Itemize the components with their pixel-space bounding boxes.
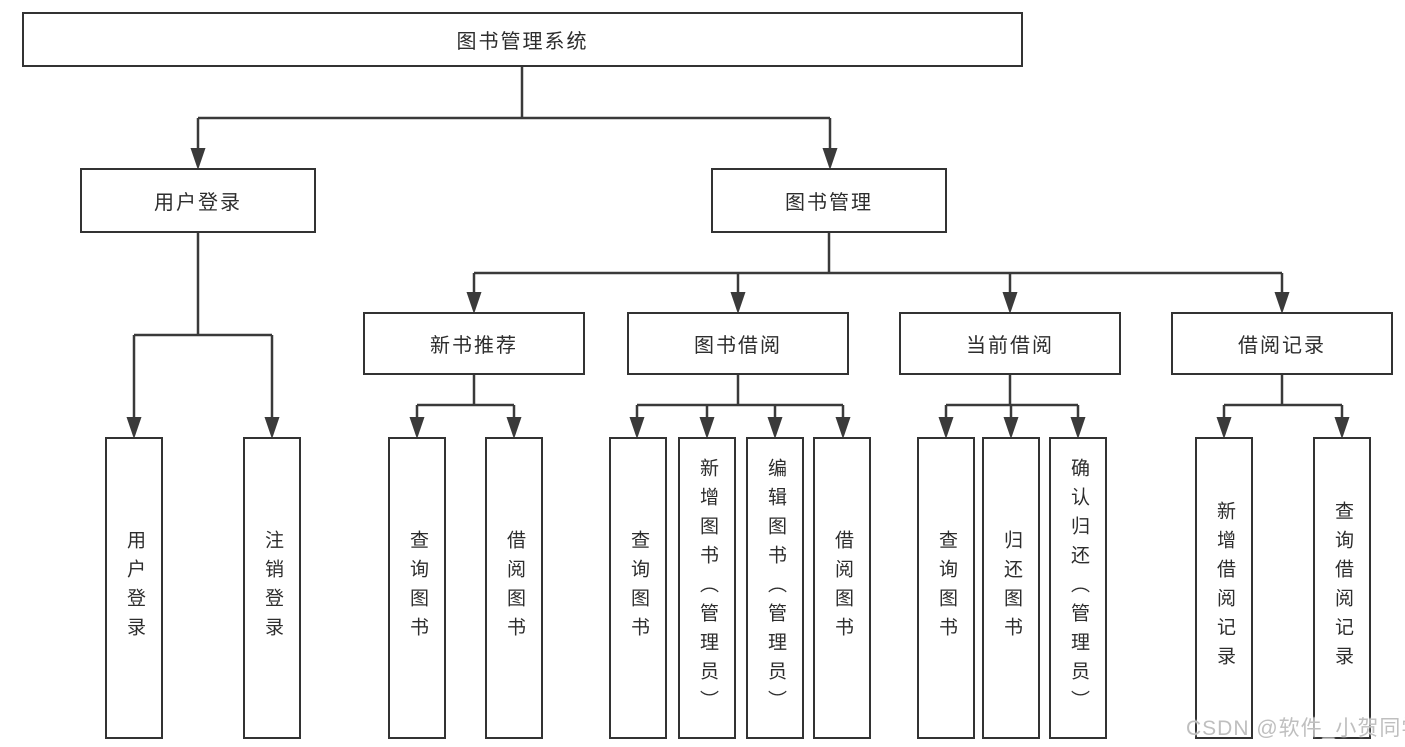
leaf-return-books: 归还图书 xyxy=(982,437,1040,739)
leaf-edit-books-admin: 编辑图书（管理员） xyxy=(746,437,804,739)
leaf-borrow-books: 借阅图书 xyxy=(813,437,871,739)
node-new-book-recommend: 新书推荐 xyxy=(363,312,585,375)
node-borrowing-records: 借阅记录 xyxy=(1171,312,1393,375)
leaf-query-borrow-record: 查询借阅记录 xyxy=(1313,437,1371,739)
leaf-logout: 注销登录 xyxy=(243,437,301,739)
leaf-query-books-recommend: 查询图书 xyxy=(388,437,446,739)
node-root: 图书管理系统 xyxy=(22,12,1023,67)
node-book-borrowing: 图书借阅 xyxy=(627,312,849,375)
leaf-confirm-return-admin: 确认归还（管理员） xyxy=(1049,437,1107,739)
node-book-management: 图书管理 xyxy=(711,168,947,233)
watermark: CSDN @软件_小贺同学 xyxy=(1186,717,1405,740)
leaf-query-books-borrowing: 查询图书 xyxy=(609,437,667,739)
node-current-borrowing: 当前借阅 xyxy=(899,312,1121,375)
leaf-add-borrow-record: 新增借阅记录 xyxy=(1195,437,1253,739)
node-user-login: 用户登录 xyxy=(80,168,316,233)
leaf-add-books-admin: 新增图书（管理员） xyxy=(678,437,736,739)
leaf-query-books-current: 查询图书 xyxy=(917,437,975,739)
leaf-user-login: 用户登录 xyxy=(105,437,163,739)
leaf-borrow-books-recommend: 借阅图书 xyxy=(485,437,543,739)
